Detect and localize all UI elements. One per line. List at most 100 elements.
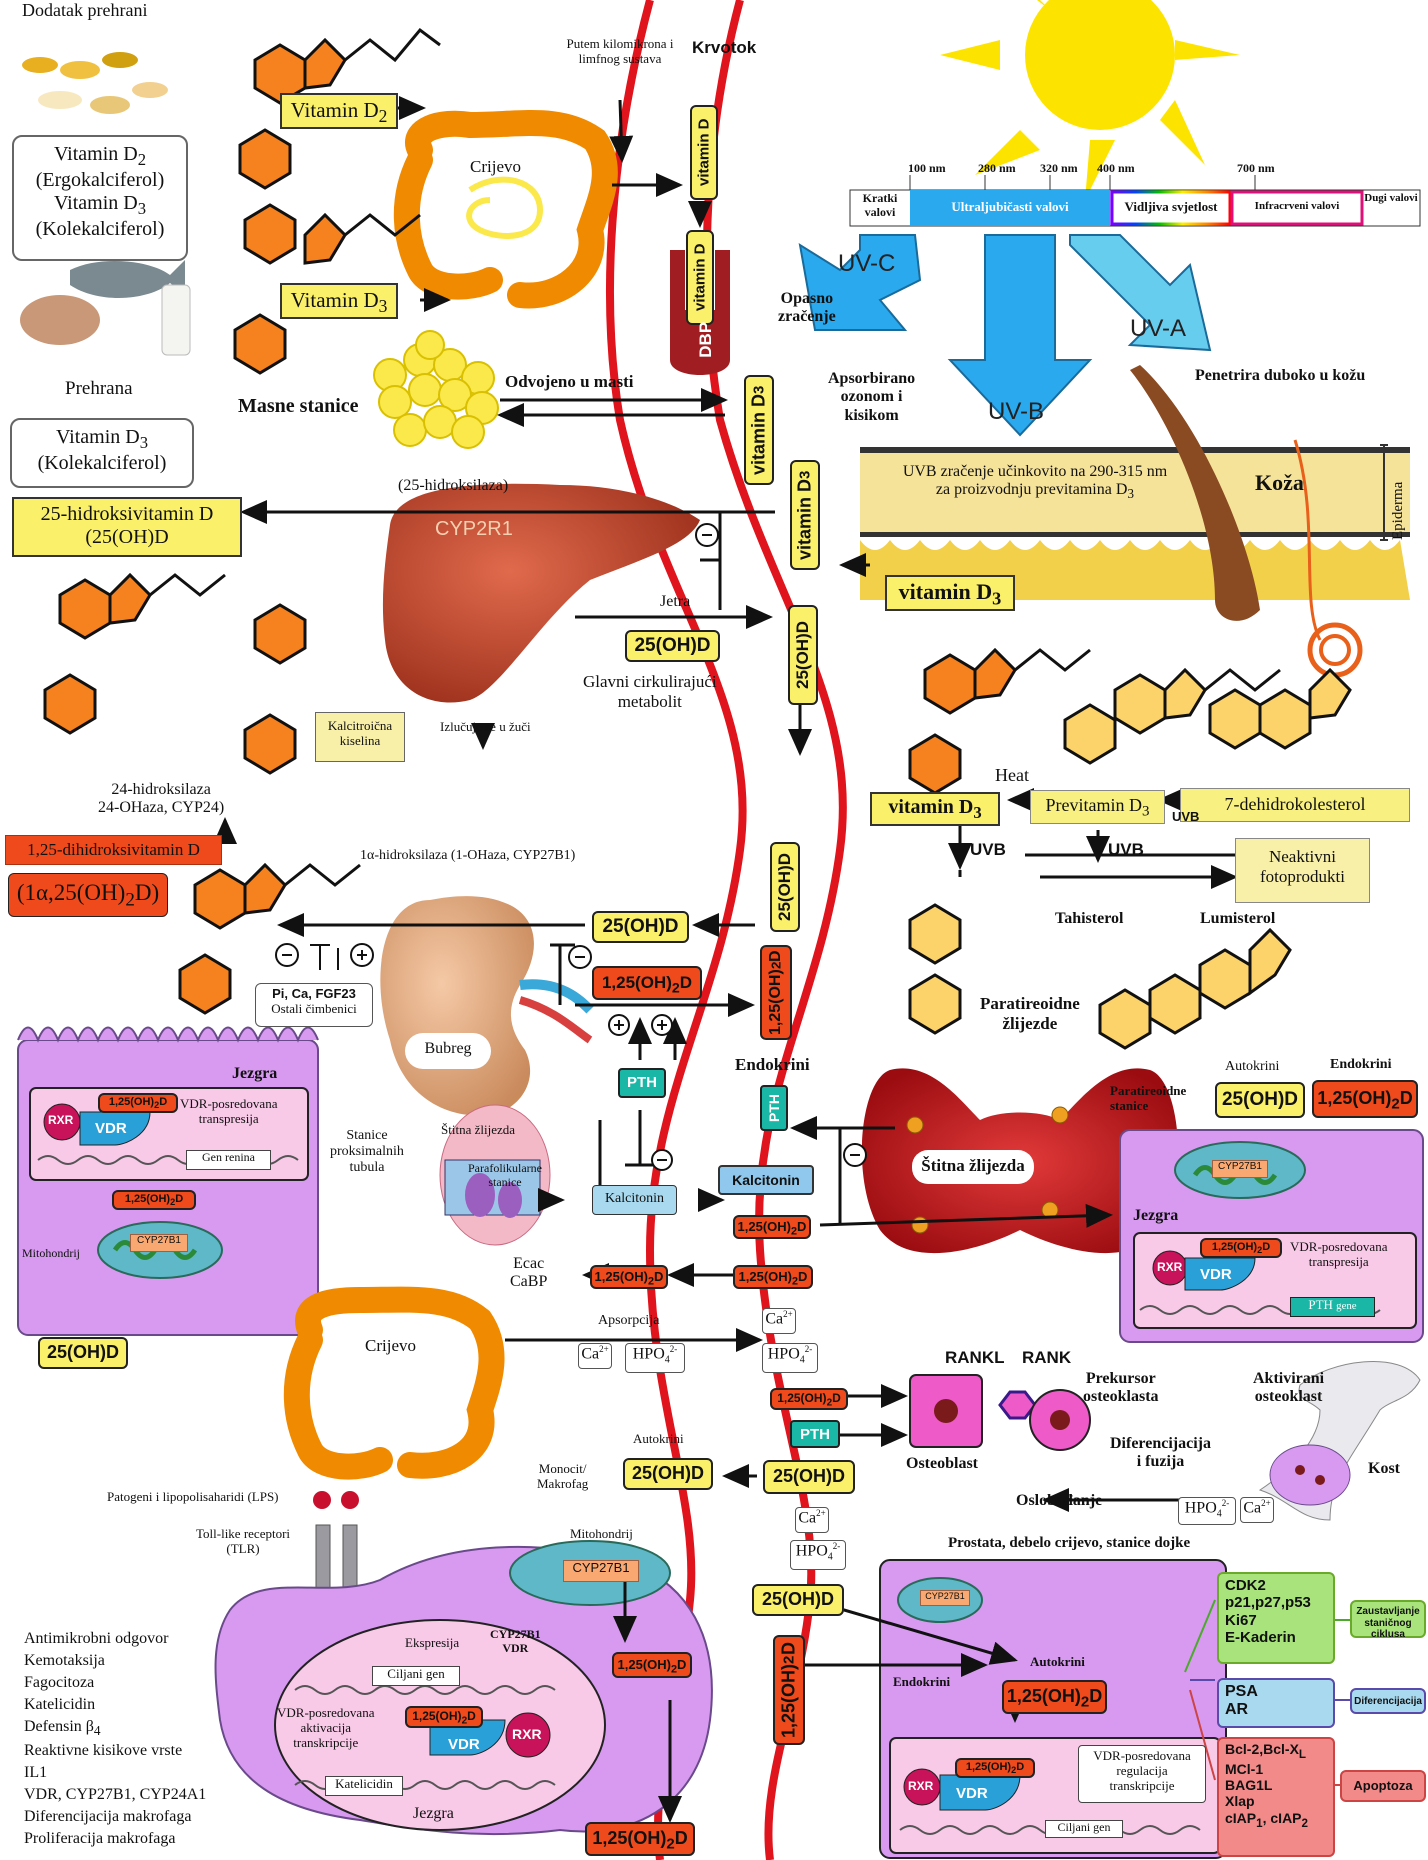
- kidney-cyp27b1-box: CYP27B1: [130, 1234, 188, 1252]
- release-label: Oslobađanje: [1016, 1492, 1102, 1510]
- absorbed-ozone-label: Apsorbiranoozonom ikisikom: [828, 370, 915, 425]
- cathelicidin-gene-box: Katelicidin: [325, 1776, 403, 1796]
- spectrum-long-waves: Dugi valovi: [1364, 192, 1418, 224]
- lumisterol-label: Lumisterol: [1200, 910, 1275, 928]
- kidney-cell-nucleus-label: Jezgra: [232, 1065, 277, 1083]
- parathyroid-endocrine-label: Endokrini: [1330, 1057, 1391, 1073]
- parathyroid-cyp27b1-box: CYP27B1: [1212, 1160, 1268, 1178]
- prostate-autocrine-label: Autokrini: [1030, 1655, 1085, 1670]
- parathyroid-glands-label: Paratireoidnežlijezde: [980, 994, 1080, 1033]
- 1a-hydroxylase-label: 1α-hidroksilaza (1-OHaza, CYP27B1): [360, 848, 575, 864]
- macrophage-nucleus-calcitriol-box: 1,25(OH)2D: [405, 1706, 483, 1728]
- prostate-transcription-box: VDR-posredovanaregulacijatranskripcije: [1078, 1745, 1206, 1803]
- macrophage-target-gene-box: Ciljani gen: [372, 1666, 460, 1686]
- vitamin-d-blood-box-1: vitamin D: [690, 105, 718, 200]
- bile-excretion-label: Izlučuje se u žuči: [440, 720, 531, 735]
- skin-label: Koža: [1255, 470, 1304, 495]
- thyroid-small-label: Štitna žlijezda: [441, 1123, 515, 1138]
- skin-layer: [860, 365, 1410, 675]
- kidney-vdr-label: VDR: [95, 1120, 127, 1137]
- uvc-label: UV-C: [838, 250, 895, 278]
- bone-label: Kost: [1368, 1460, 1400, 1478]
- hpo4-ion-blood-2: HPO42-: [790, 1540, 846, 1570]
- previtamin-d3-box: Previtamin D3: [1030, 790, 1165, 824]
- parathyroid-25ohd-box: 25(OH)D: [1215, 1082, 1305, 1118]
- uvb-effective-text: UVB zračenje učinkovito na 290-315 nmza …: [865, 463, 1205, 502]
- fat-cells-label: Masne stanice: [238, 395, 359, 418]
- parathyroid-vdr-label: VDR: [1200, 1266, 1232, 1283]
- rankl-label: RANKL: [945, 1348, 1005, 1368]
- dbp-label: DBP: [696, 322, 716, 358]
- macrophage-calcitriol-box: 1,25(OH)2D: [612, 1652, 692, 1678]
- uvb-small-label-1: UVB: [1172, 810, 1199, 825]
- ca-ion-blood-1: Ca2+: [762, 1308, 796, 1334]
- absorption-label: Apsorpcija: [598, 1313, 659, 1329]
- expression-label: Ekspresija: [405, 1636, 459, 1651]
- vitamin-d3-skin-box: vitamin D3: [885, 575, 1015, 611]
- parathyroid-rxr-label: RXR: [1157, 1261, 1182, 1275]
- fat-cells: [374, 331, 498, 448]
- uvb-small-label-3: UVB: [1108, 840, 1144, 860]
- kidney-mito-label: Mitohondrij: [22, 1247, 80, 1261]
- parathyroid-nucleus-label: Jezgra: [1133, 1207, 1178, 1225]
- ca-ion-bone: Ca2+: [1240, 1497, 1274, 1523]
- macrophage-nucleus-label: Jezgra: [413, 1805, 454, 1823]
- prostate-25ohd-box: 25(OH)D: [752, 1584, 844, 1616]
- vitamin-d-dbp-box: vitamin D: [686, 230, 714, 325]
- macrophage-cyp27b1-box: CYP27B1: [563, 1560, 639, 1582]
- pth-blood-box: PTH: [760, 1085, 788, 1131]
- penetrates-skin-label: Penetrira duboko u kožu: [1195, 367, 1365, 385]
- uvb-label: UV-B: [988, 398, 1044, 426]
- 25-hydroxyvitamin-d-box: 25-hidroksivitamin D(25(OH)D: [12, 497, 242, 557]
- prostate-calcitriol-box: 1,25(OH)2D: [1002, 1680, 1107, 1714]
- prostate-target-gene-box: Ciljani gen: [1045, 1820, 1123, 1838]
- 25ohd-kidney-box: 25(OH)D: [592, 911, 689, 943]
- calcitriol-thyroid-box: 1,25(OH)2D: [733, 1215, 811, 1239]
- vitamin-d3-tag: Vitamin D3: [280, 283, 398, 319]
- uvb-small-label-2: UVB: [970, 840, 1006, 860]
- spectrum-visible: Vidljiva svjetlost: [1112, 200, 1230, 215]
- intestine-bottom-illustration: [297, 1300, 492, 1467]
- spectrum-short-waves: Kratki valovi: [852, 192, 908, 224]
- spectrum-uv: Ultraljubičasti valovi: [912, 200, 1108, 215]
- calcitriol-kidney-box: 1,25(OH)2D: [592, 966, 702, 1000]
- apoptosis-label-box: Apoptoza: [1340, 1770, 1426, 1802]
- prostate-endocrine-label: Endokrini: [893, 1675, 950, 1690]
- prostate-rxr-label: RXR: [908, 1780, 933, 1794]
- cyp2r1-label: CYP2R1: [435, 518, 513, 541]
- intestine-top-label: Crijevo: [470, 157, 521, 177]
- endocrine-label: Endokrini: [735, 1055, 810, 1075]
- 25ohd-blood-box-3: 25(OH)D: [763, 1460, 855, 1494]
- 25ohd-blood-box-1: 25(OH)D: [788, 605, 818, 705]
- diet-label: Prehrana: [65, 378, 133, 400]
- 25ohd-liver-box: 25(OH)D: [625, 630, 720, 662]
- prostate-nucleus-calcitriol-box: 1,25(OH)2D: [955, 1758, 1035, 1778]
- rank-label: RANK: [1022, 1348, 1071, 1368]
- differentiation-label-box: Diferencijacija: [1350, 1688, 1426, 1714]
- kidney-label: Bubreg: [405, 1033, 491, 1069]
- liver-label: Jetra: [660, 593, 690, 611]
- vitamin-d3-photo-box: vitamin D3: [870, 792, 1000, 826]
- calcitriol-name-box: 1,25-dihidroksivitamin D: [5, 835, 222, 865]
- stored-in-fat-label: Odvojeno u masti: [505, 372, 633, 392]
- fish-and-milk-image: [20, 260, 190, 355]
- osteoblast-label: Osteoblast: [906, 1455, 978, 1473]
- uva-label: UV-A: [1130, 315, 1186, 343]
- 24-hydroxylase-label: 24-hidroksilaza24-OHaza, CYP24): [98, 781, 224, 818]
- calcitriol-formula-box: (1α,25(OH)2D): [8, 873, 168, 917]
- pth-bone-box: PTH: [790, 1420, 840, 1448]
- epidermis-label: Epiderma: [1390, 482, 1407, 540]
